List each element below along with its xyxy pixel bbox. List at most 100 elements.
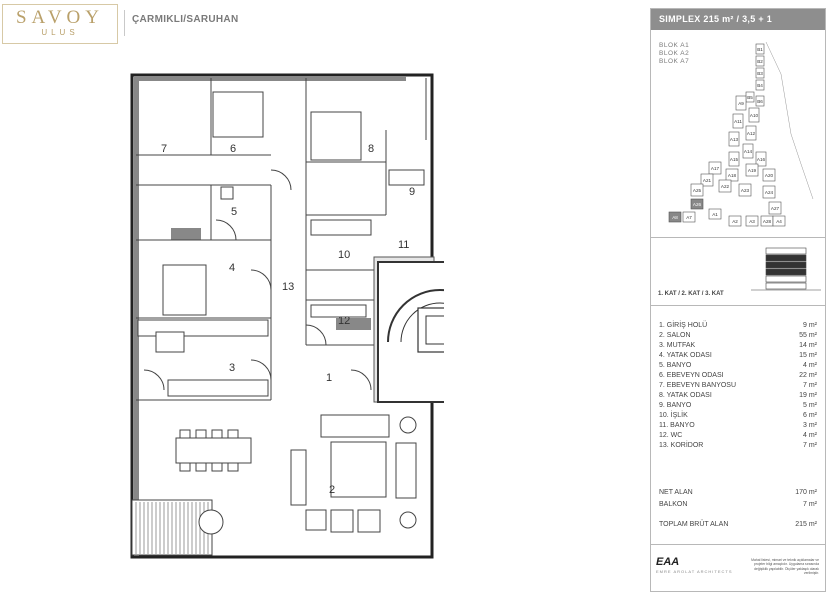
total-area: 215 m² [795, 521, 817, 528]
block-label: BLOK A1 [659, 42, 690, 49]
room-area: 7 m² [803, 442, 817, 449]
room-name: 5. BANYO [659, 362, 692, 369]
room-area: 5 m² [803, 402, 817, 409]
architect-subtitle: EMRE AROLAT ARCHITECTS [656, 569, 733, 574]
room-label-12: 12 [338, 315, 350, 327]
room-area: 4 m² [803, 362, 817, 369]
site-building-label: B1 [757, 47, 763, 52]
site-building-label: A8 [672, 215, 678, 220]
block-label: BLOK A2 [659, 50, 690, 57]
site-building-label: A16 [757, 157, 766, 162]
site-building-label: A3 [749, 219, 755, 224]
room-label-8: 8 [368, 143, 374, 155]
site-building-label: A14 [744, 149, 753, 154]
total-name: NET ALAN [659, 489, 693, 496]
room-name: 9. BANYO [659, 402, 692, 409]
room-row: 9. BANYO 5 m² [659, 401, 817, 411]
floors-label: 1. KAT / 2. KAT / 3. KAT [658, 291, 724, 297]
room-label-7: 7 [161, 143, 167, 155]
site-building-label: A21 [703, 178, 712, 183]
room-area: 15 m² [799, 352, 817, 359]
room-name: 6. EBEVEYN ODASI [659, 372, 724, 379]
site-building-label: A25 [693, 188, 702, 193]
total-name: BALKON [659, 501, 688, 508]
total-row: BALKON 7 m² [659, 500, 817, 510]
site-building-label: B3 [757, 71, 763, 76]
disclaimer-text: Mahal listesi, mimari ve teknik açıklama… [751, 558, 819, 575]
room-label-5: 5 [231, 206, 237, 218]
room-row: 8. YATAK ODASI 19 m² [659, 391, 817, 401]
panel-divider [651, 305, 825, 306]
room-row: 4. YATAK ODASI 15 m² [659, 351, 817, 361]
site-building-label: A17 [711, 166, 720, 171]
room-name: 13. KORİDOR [659, 442, 704, 449]
room-label-13: 13 [282, 281, 294, 293]
panel-divider [651, 237, 825, 238]
site-building-label: A15 [730, 157, 739, 162]
room-area: 6 m² [803, 412, 817, 419]
room-label-1: 1 [326, 372, 332, 384]
room-name: 2. SALON [659, 332, 691, 339]
room-area: 4 m² [803, 432, 817, 439]
total-area: 7 m² [803, 501, 817, 508]
room-area: 3 m² [803, 422, 817, 429]
savoy-logo: SAVOY ULUS [2, 4, 118, 44]
total-row: TOPLAM BRÜT ALAN 215 m² [659, 520, 817, 530]
site-building-label: A18 [728, 173, 737, 178]
site-building-label: B6 [757, 99, 763, 104]
room-name: 7. EBEVEYN BANYOSU [659, 382, 737, 389]
room-label-10: 10 [338, 249, 350, 261]
floor-plan: 1 2 3 4 5 6 7 8 9 10 11 12 13 [130, 73, 444, 559]
room-row: 3. MUTFAK 14 m² [659, 341, 817, 351]
room-name: 10. İŞLİK [659, 412, 688, 419]
site-building-label: A20 [765, 173, 774, 178]
room-area: 9 m² [803, 322, 817, 329]
room-row: 10. İŞLİK 6 m² [659, 411, 817, 421]
room-row: 13. KORİDOR 7 m² [659, 441, 817, 451]
room-row: 7. EBEVEYN BANYOSU 7 m² [659, 381, 817, 391]
room-row: 5. BANYO 4 m² [659, 361, 817, 371]
room-name: 4. YATAK ODASI [659, 352, 712, 359]
site-building-label: A7 [686, 215, 692, 220]
room-label-11: 11 [398, 239, 409, 251]
total-area: 170 m² [795, 489, 817, 496]
room-area: 19 m² [799, 392, 817, 399]
block-label: BLOK A7 [659, 58, 690, 65]
site-building-label: A28 [763, 219, 772, 224]
site-building-label: B5 [747, 95, 753, 100]
site-building-label: A4 [776, 219, 782, 224]
room-name: 1. GİRİŞ HOLÜ [659, 322, 708, 329]
room-area: 55 m² [799, 332, 817, 339]
room-row: 2. SALON 55 m² [659, 331, 817, 341]
site-building-label: A22 [721, 184, 730, 189]
header-separator [124, 10, 125, 36]
room-name: 3. MUTFAK [659, 342, 696, 349]
site-building-label: A1 [712, 212, 718, 217]
room-label-6: 6 [230, 143, 236, 155]
room-name: 8. YATAK ODASI [659, 392, 712, 399]
total-name: TOPLAM BRÜT ALAN [659, 521, 729, 528]
room-area: 14 m² [799, 342, 817, 349]
site-building-label: A11 [734, 119, 742, 124]
location-title: ÇARMIKLI/SARUHAN [132, 14, 239, 25]
site-building-label: A27 [771, 206, 780, 211]
architect-logo: EAA [656, 556, 680, 568]
unit-title: SIMPLEX 215 m² / 3,5 + 1 [651, 9, 825, 30]
logo-main-text: SAVOY [15, 7, 104, 28]
room-area: 7 m² [803, 382, 817, 389]
room-label-9: 9 [409, 186, 415, 198]
room-label-4: 4 [229, 262, 235, 274]
logo-sub-text: ULUS [41, 28, 79, 37]
panel-divider [651, 544, 825, 545]
room-label-3: 3 [229, 362, 235, 374]
site-building-label: A9 [738, 101, 744, 106]
room-row: 1. GİRİŞ HOLÜ 9 m² [659, 321, 817, 331]
info-panel: SIMPLEX 215 m² / 3,5 + 1 BLOK A1 BLOK A2… [650, 8, 826, 592]
site-building-label: A26 [693, 202, 702, 207]
site-building-label: B2 [757, 59, 763, 64]
site-building-label: A2 [732, 219, 738, 224]
room-label-2: 2 [329, 484, 335, 496]
